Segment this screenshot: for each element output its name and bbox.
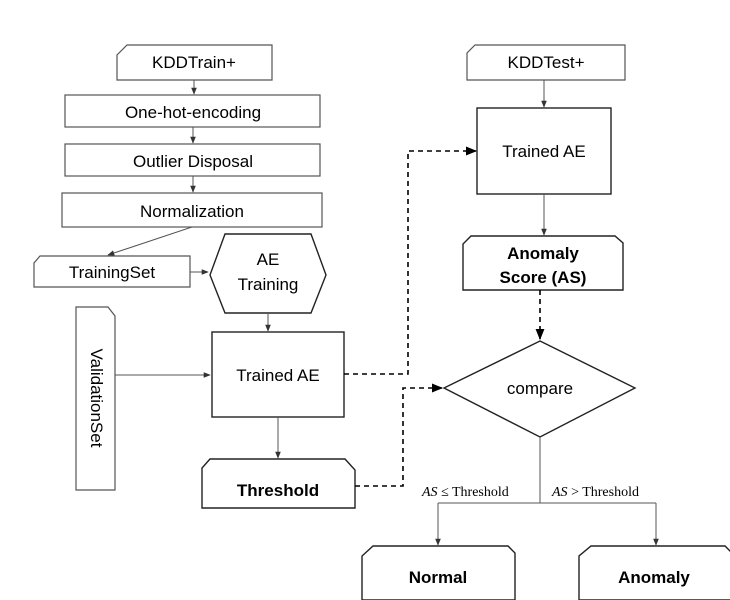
anomaly-score-label-line1: Anomaly bbox=[507, 244, 579, 263]
anomaly-node: Anomaly bbox=[578, 545, 730, 600]
kddtrain-label: KDDTrain+ bbox=[152, 53, 236, 72]
edge-label-le-threshold: AS ≤ Threshold bbox=[421, 485, 509, 500]
edge-label-gt-rest: > Threshold bbox=[568, 485, 639, 500]
kddtrain-node: KDDTrain+ bbox=[116, 44, 273, 81]
trainingset-label: TrainingSet bbox=[69, 263, 156, 282]
edge-trainedae-to-right-trainedae bbox=[344, 146, 478, 375]
trained-ae-left-node: Trained AE bbox=[211, 331, 345, 418]
one-hot-encoding-node: One-hot-encoding bbox=[64, 94, 321, 128]
outlier-disposal-label: Outlier Disposal bbox=[133, 152, 253, 171]
validationset-label: ValidationSet bbox=[87, 349, 106, 448]
outlier-disposal-node: Outlier Disposal bbox=[64, 143, 321, 177]
compare-node: compare bbox=[442, 340, 637, 438]
validationset-node: ValidationSet bbox=[75, 306, 116, 491]
anomaly-label: Anomaly bbox=[618, 568, 690, 587]
threshold-label: Threshold bbox=[237, 481, 319, 500]
ae-training-label-line2: Training bbox=[238, 275, 299, 294]
trained-ae-left-label: Trained AE bbox=[236, 366, 319, 385]
edge-label-gt-var: AS bbox=[551, 485, 568, 500]
normalization-label: Normalization bbox=[140, 202, 244, 221]
kddtest-label: KDDTest+ bbox=[508, 53, 585, 72]
trained-ae-right-node: Trained AE bbox=[476, 107, 612, 195]
edge-threshold-to-compare bbox=[355, 383, 444, 487]
one-hot-encoding-label: One-hot-encoding bbox=[125, 103, 261, 122]
threshold-node: Threshold bbox=[201, 458, 356, 509]
normal-label: Normal bbox=[409, 568, 468, 587]
normalization-node: Normalization bbox=[61, 192, 323, 228]
ae-training-label-line1: AE bbox=[257, 250, 280, 269]
trainingset-node: TrainingSet bbox=[33, 255, 191, 288]
normal-node: Normal bbox=[361, 545, 516, 600]
compare-label: compare bbox=[507, 379, 573, 398]
edge-label-gt-threshold: AS > Threshold bbox=[551, 485, 639, 500]
anomaly-score-node: Anomaly Score (AS) bbox=[462, 235, 624, 291]
ae-training-node: AE Training bbox=[209, 233, 327, 314]
kddtest-node: KDDTest+ bbox=[466, 44, 626, 81]
trained-ae-right-label: Trained AE bbox=[502, 142, 585, 161]
anomaly-score-label-line2: Score (AS) bbox=[500, 268, 587, 287]
edge-label-le-var: AS bbox=[421, 485, 438, 500]
edge-label-le-rest: ≤ Threshold bbox=[438, 485, 509, 500]
edge-normalization-trainingset bbox=[107, 226, 193, 256]
